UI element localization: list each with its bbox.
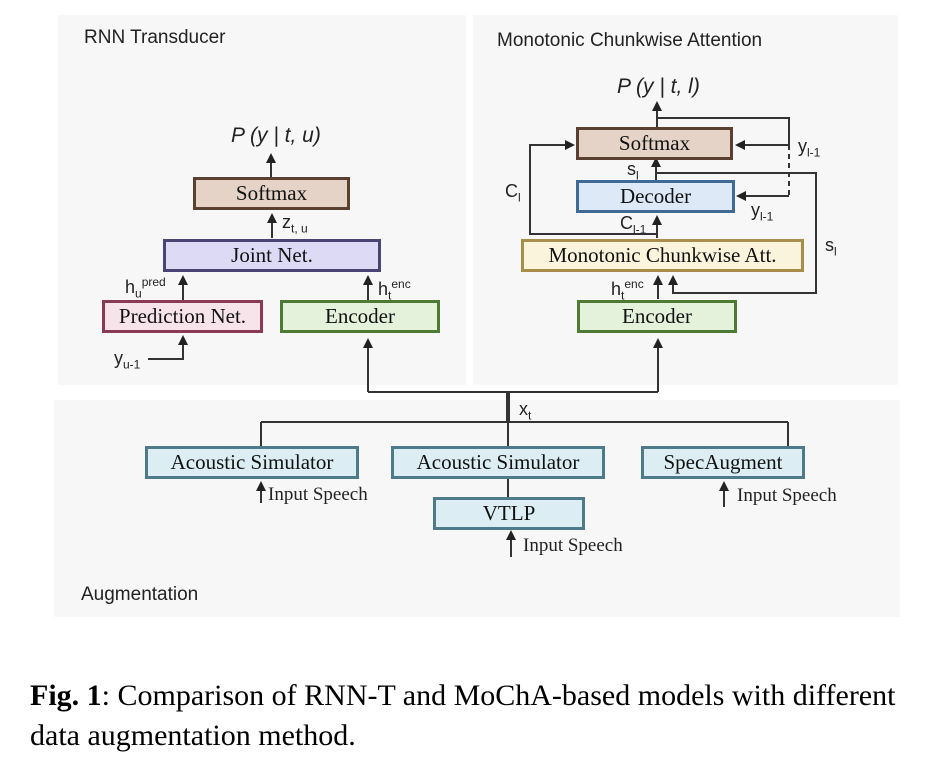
- figure-caption: Fig. 1: Comparison of RNN-T and MoChA-ba…: [30, 676, 930, 756]
- mocha-encoder-block: Encoder: [577, 300, 737, 333]
- mocha-output-prob: P (y | t, l): [617, 75, 700, 98]
- mocha-decoder-block: Decoder: [576, 180, 735, 213]
- input-speech-label-2: Input Speech: [523, 535, 623, 556]
- rnnt-title: RNN Transducer: [84, 27, 226, 48]
- mocha-henc-label: htenc: [611, 277, 644, 303]
- mocha-ytop-label: yl-1: [798, 136, 821, 160]
- mocha-cprev-label: Cl-1: [620, 213, 647, 237]
- xt-label: xt: [519, 399, 532, 423]
- augmentation-title: Augmentation: [81, 584, 199, 605]
- input-speech-label-3: Input Speech: [737, 485, 837, 506]
- aug-acoustic-simulator-2: Acoustic Simulator: [391, 446, 605, 479]
- rnnt-yprev-label: yu-1: [114, 348, 141, 372]
- caption-prefix: Fig. 1: [30, 679, 102, 712]
- mocha-softmax-block: Softmax: [576, 127, 733, 160]
- rnnt-joint-block: Joint Net.: [163, 239, 381, 272]
- mocha-c-label: Cl: [505, 181, 521, 205]
- rnnt-encoder-block: Encoder: [280, 300, 440, 333]
- mocha-s-label: sl: [627, 159, 639, 183]
- rnnt-prediction-block: Prediction Net.: [102, 300, 263, 333]
- mocha-title: Monotonic Chunkwise Attention: [497, 30, 763, 51]
- rnnt-output-prob: P (y | t, u): [231, 124, 321, 147]
- rnnt-z-label: zt, u: [282, 212, 308, 236]
- input-speech-label-1: Input Speech: [268, 484, 368, 505]
- mocha-attention-block: Monotonic Chunkwise Att.: [521, 239, 804, 272]
- caption-text: : Comparison of RNN-T and MoChA-based mo…: [30, 679, 896, 752]
- aug-specaugment: SpecAugment: [641, 446, 805, 479]
- rnnt-hpred-label: hupred: [125, 275, 166, 301]
- rnnt-softmax-block: Softmax: [193, 177, 350, 210]
- rnnt-henc-label: htenc: [378, 277, 411, 303]
- mocha-ydec-label: yl-1: [751, 200, 774, 224]
- mocha-sright-label: sl: [825, 235, 837, 259]
- aug-vtlp: VTLP: [433, 497, 585, 530]
- aug-acoustic-simulator-1: Acoustic Simulator: [145, 446, 359, 479]
